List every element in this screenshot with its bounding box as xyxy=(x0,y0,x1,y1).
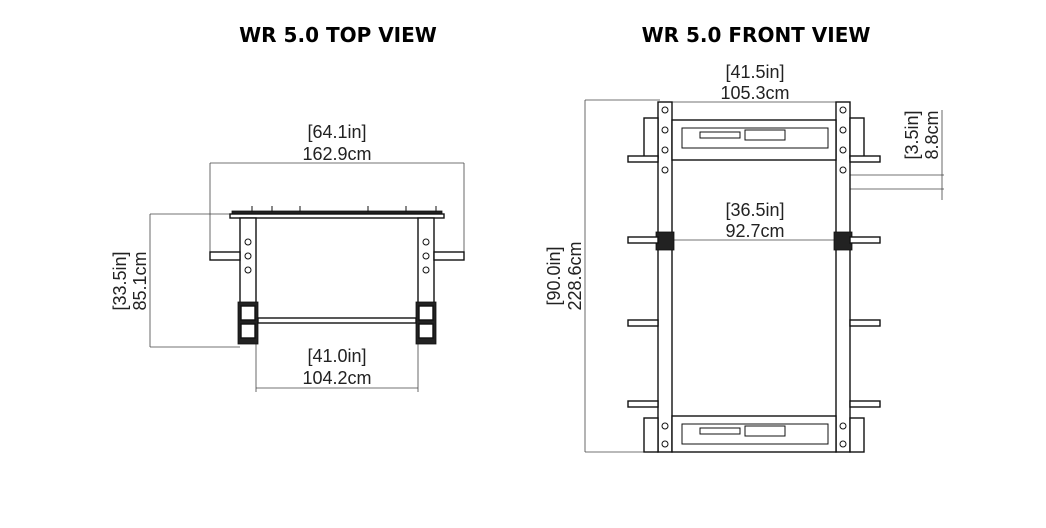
front-crossmember-dimension: [3.5in] 8.8cm xyxy=(850,110,944,200)
front-inner-width-dimension: [36.5in] 92.7cm xyxy=(672,200,836,241)
front-crossmember-cm: 8.8cm xyxy=(922,110,942,159)
front-height-in: [90.0in] xyxy=(544,246,564,305)
front-height-dimension: [90.0in] 228.6cm xyxy=(544,99,660,453)
top-view-title: WR 5.0 TOP VIEW xyxy=(239,23,437,47)
top-overall-width-in: [64.1in] xyxy=(307,122,366,142)
front-inner-width-in: [36.5in] xyxy=(725,200,784,220)
front-height-cm: 228.6cm xyxy=(565,241,585,310)
front-view-rack xyxy=(627,101,881,453)
front-outer-width-dimension: [41.5in] 105.3cm xyxy=(664,62,843,103)
front-view: WR 5.0 FRONT VIEW [41.5in] 105.3cm [36.5… xyxy=(544,23,944,453)
front-outer-width-cm: 105.3cm xyxy=(720,83,789,103)
top-depth-cm: 85.1cm xyxy=(130,251,150,310)
top-depth-dimension: [33.5in] 85.1cm xyxy=(110,213,240,348)
front-view-title: WR 5.0 FRONT VIEW xyxy=(642,23,871,47)
top-inner-width-cm: 104.2cm xyxy=(302,368,371,388)
top-inner-width-in: [41.0in] xyxy=(307,346,366,366)
top-view: WR 5.0 TOP VIEW [64.1in] 162.9cm [33.5in… xyxy=(110,23,465,392)
top-overall-width-cm: 162.9cm xyxy=(302,144,371,164)
front-inner-width-cm: 92.7cm xyxy=(725,221,784,241)
top-inner-width-dimension: [41.0in] 104.2cm xyxy=(255,340,419,392)
front-outer-width-in: [41.5in] xyxy=(725,62,784,82)
top-view-rack xyxy=(209,206,465,345)
front-crossmember-in: [3.5in] xyxy=(902,110,922,159)
top-overall-width-dimension: [64.1in] 162.9cm xyxy=(209,122,465,258)
top-depth-in: [33.5in] xyxy=(110,251,130,310)
